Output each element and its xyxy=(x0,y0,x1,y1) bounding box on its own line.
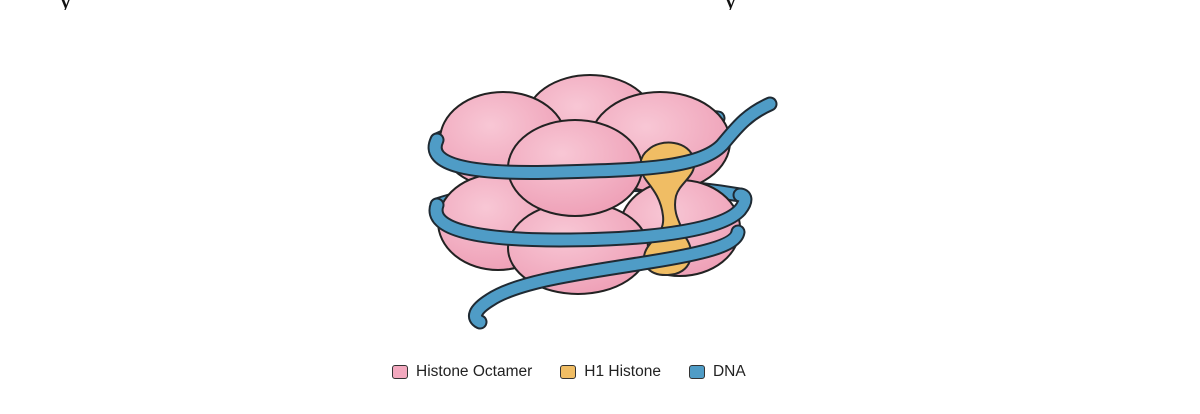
legend-item-dna: DNA xyxy=(688,363,746,381)
legend-swatch-histone-octamer xyxy=(392,365,408,379)
legend-label-dna: DNA xyxy=(712,363,746,380)
caption-glyph-left: y xyxy=(58,0,73,10)
legend-swatch-dna xyxy=(688,365,705,379)
top-caption-fragment: y y xyxy=(0,0,1200,10)
legend: Histone Octamer H1 Histone DNA xyxy=(392,363,774,381)
legend-swatch-h1-histone xyxy=(560,365,577,379)
legend-label-h1-histone: H1 Histone xyxy=(584,363,661,380)
dna-strand xyxy=(427,96,778,330)
legend-item-h1-histone: H1 Histone xyxy=(560,363,661,381)
legend-label-histone-octamer: Histone Octamer xyxy=(416,363,533,380)
legend-item-histone-octamer: Histone Octamer xyxy=(392,363,532,381)
caption-glyph-right: y xyxy=(723,0,738,10)
